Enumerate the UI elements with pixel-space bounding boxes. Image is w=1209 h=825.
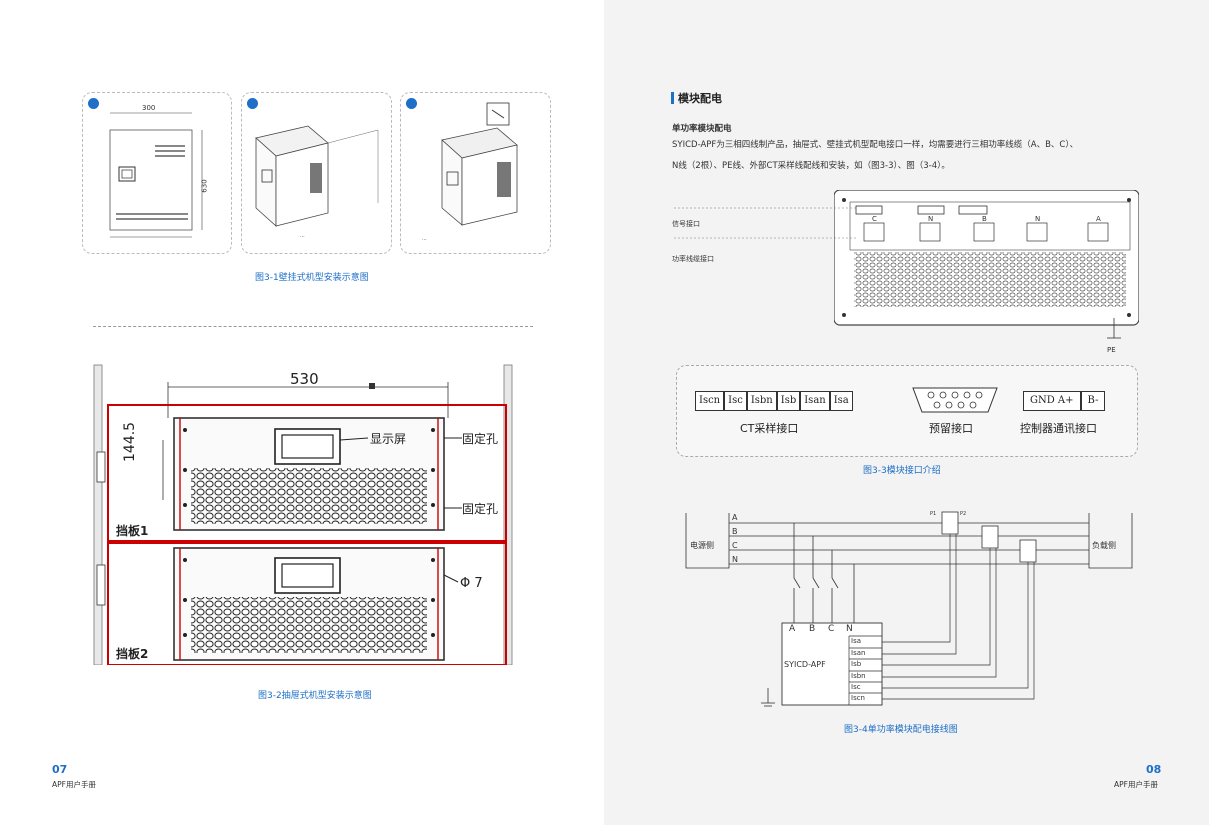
apf-input-b: B	[809, 624, 816, 634]
display-label: 显示屏	[370, 432, 407, 446]
wall-cabinet-front-drawing	[109, 112, 203, 238]
fixing-hole-label-2: 固定孔	[462, 502, 499, 516]
dim-height-label: 630	[200, 179, 209, 193]
load-side-label: 负载侧	[1092, 541, 1116, 550]
apf-device-label: SYICD-APF	[784, 660, 826, 669]
terminal-label-n1: N	[928, 215, 934, 223]
page-number-left: 07	[52, 763, 68, 776]
ct-terminal: Isa	[829, 391, 853, 411]
comm-terminal: GND A+	[1023, 391, 1081, 411]
apf-ct-input: Isan	[851, 649, 866, 657]
phase-a-label: A	[732, 513, 738, 522]
comm-terminal-block: GND A+ B-	[1023, 391, 1106, 411]
ct-terminal: Iscn	[695, 391, 725, 411]
phi7-label: Φ 7	[460, 576, 483, 591]
fig31-note-3: ...	[422, 236, 427, 242]
dim-width-label: 300	[142, 104, 156, 112]
pe-label: PE	[1107, 346, 1116, 354]
signal-port-label: 信号接口	[672, 220, 700, 228]
section-divider	[93, 326, 533, 327]
panel-marker-dot	[406, 98, 417, 109]
left-page: 300 630 ... ... 图3-1壁挂式机型安装示意图	[0, 0, 604, 825]
paragraph-line-1: SYICD-APF为三相四线制产品，抽屉式、壁挂式机型配电接口一样，均需要进行三…	[672, 140, 1079, 150]
fig33-interface-box	[676, 365, 1138, 457]
wiring-diagram	[685, 511, 1133, 707]
comm-terminal: B-	[1080, 391, 1106, 411]
dim-530-label: 530	[290, 370, 319, 388]
ct-terminal: Isan	[800, 391, 830, 411]
phase-n-label: N	[732, 555, 738, 564]
reserve-port-label: 预留接口	[929, 422, 973, 435]
manual-name-right: APF用户手册	[1114, 780, 1158, 789]
fig34-caption: 图3-4单功率模块配电接线图	[844, 725, 958, 735]
power-port-label: 功率线缆接口	[672, 255, 714, 263]
phase-b-label: B	[732, 527, 738, 536]
source-side-label: 电源侧	[690, 541, 714, 550]
board1-label: 挡板1	[116, 524, 149, 538]
sub-title: 单功率模块配电	[672, 124, 732, 134]
apf-ct-input: Isbn	[851, 672, 866, 680]
db9-connector-icon	[912, 387, 998, 413]
intro-paragraph: SYICD-APF为三相四线制产品，抽屉式、壁挂式机型配电接口一样，均需要进行三…	[672, 135, 1162, 177]
terminal-label-c: C	[872, 215, 877, 223]
power-module-drawing	[834, 190, 1139, 339]
apf-input-n: N	[846, 624, 853, 634]
apf-ct-input: Isa	[851, 637, 862, 645]
drawer-cabinet-drawing	[93, 364, 513, 665]
paragraph-line-2: N线（2根）、PE线、外部CT采样线配线和安装，如（图3-3）、图（3-4）。	[672, 161, 950, 171]
fig31-caption: 图3-1壁挂式机型安装示意图	[255, 273, 369, 283]
ct-terminal: Isbn	[746, 391, 777, 411]
ct-port-label: CT采样接口	[740, 422, 799, 435]
ct-p2-label: P2	[960, 511, 967, 517]
apf-ct-input: Isc	[851, 683, 861, 691]
apf-ct-input: Iscn	[851, 694, 865, 702]
section-title-bar	[671, 92, 674, 104]
terminal-label-a: A	[1096, 215, 1101, 223]
apf-ct-input: Isb	[851, 660, 862, 668]
board2-label: 挡板2	[116, 647, 149, 661]
ct-p1-label: P1	[930, 511, 937, 517]
fig32-caption: 图3-2抽屉式机型安装示意图	[258, 691, 372, 701]
wall-cabinet-iso-drawing	[255, 125, 379, 227]
fixing-hole-label-1: 固定孔	[462, 432, 499, 446]
apf-input-c: C	[828, 624, 835, 634]
terminal-label-n2: N	[1035, 215, 1041, 223]
panel-marker-dot	[88, 98, 99, 109]
section-title: 模块配电	[678, 92, 722, 105]
right-page: 模块配电 单功率模块配电 SYICD-APF为三相四线制产品，抽屉式、壁挂式机型…	[604, 0, 1209, 825]
ct-terminal: Isc	[724, 391, 747, 411]
terminal-label-b: B	[982, 215, 987, 223]
dim-144-label: 144.5	[122, 421, 138, 462]
fig31-panel-mount	[400, 92, 551, 254]
comm-port-label: 控制器通讯接口	[1020, 422, 1097, 435]
module-leader-lines	[674, 207, 857, 239]
panel-marker-dot	[247, 98, 258, 109]
manual-name-left: APF用户手册	[52, 780, 96, 789]
phase-c-label: C	[732, 541, 738, 550]
ct-terminal-block: Iscn Isc Isbn Isb Isan Isa	[695, 391, 853, 411]
fig33-caption: 图3-3模块接口介绍	[863, 466, 941, 476]
fig31-note-2: ...	[300, 233, 305, 239]
page-number-right: 08	[1146, 763, 1162, 776]
wall-cabinet-mount-drawing	[441, 102, 518, 226]
ct-terminal: Isb	[776, 391, 801, 411]
apf-input-a: A	[789, 624, 796, 634]
